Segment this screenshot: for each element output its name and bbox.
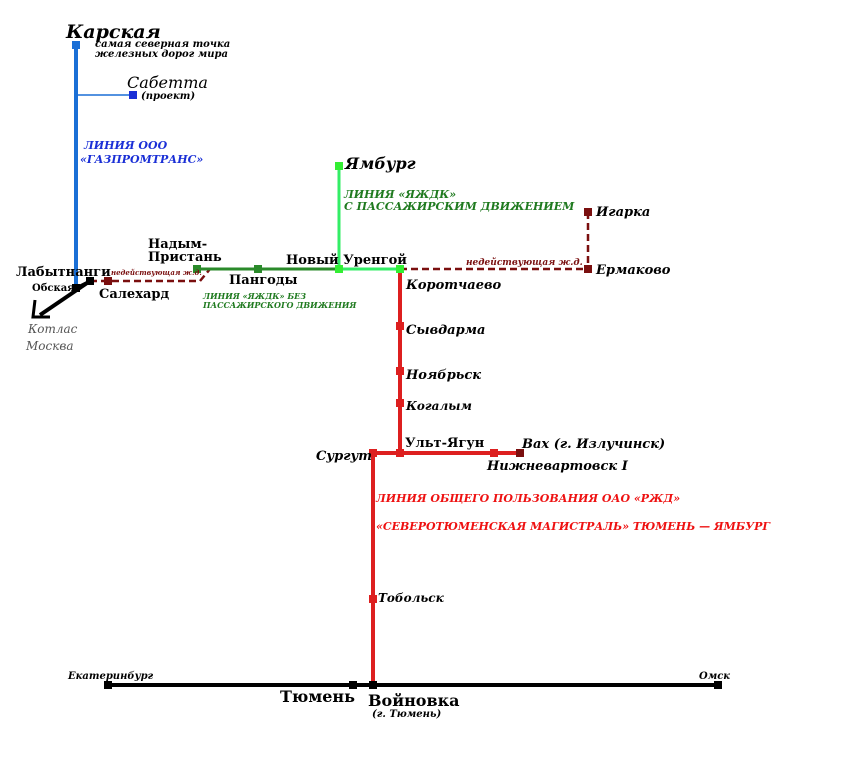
station-korotchaevo-marker[interactable] xyxy=(396,265,404,273)
label-yazhdk-pass-1: ЛИНИЯ «ЯЖДК» xyxy=(343,188,456,201)
label-inactive-east: недействующая ж.д. xyxy=(466,257,583,268)
label-labytnangi: Лабытнанги xyxy=(16,265,111,280)
label-nizhnevartovsk: Нижневартовск I xyxy=(486,459,629,474)
station-pangody-marker[interactable] xyxy=(254,265,262,273)
station-novy-urengoy-marker[interactable] xyxy=(335,265,343,273)
label-karskaya-note-2: железных дорог мира xyxy=(95,49,228,60)
label-ult-yagun: Ульт-Ягун xyxy=(405,436,485,451)
kotlas-arrow-icon xyxy=(31,299,50,319)
label-kogalym: Когалым xyxy=(405,399,472,413)
label-inactive-west: недействующая ж.д. xyxy=(111,268,202,277)
station-kogalym-marker[interactable] xyxy=(396,399,404,407)
label-obskaya: Обская xyxy=(32,283,75,294)
label-ekaterinburg: Екатеринбург xyxy=(67,671,154,682)
label-yamburg: Ямбург xyxy=(344,154,416,173)
label-rzd-2: «СЕВЕРОТЮМЕНСКАЯ МАГИСТРАЛЬ» ТЮМЕНЬ — ЯМ… xyxy=(376,520,771,533)
label-surgut: Сургут xyxy=(316,449,372,464)
label-karskaya-note-1: самая северная точка xyxy=(95,39,230,50)
label-tyumen: Тюмень xyxy=(280,687,355,706)
inactive-west-line xyxy=(90,268,211,283)
label-noyabrsk: Ноябрьск xyxy=(405,368,481,383)
label-nadym-2: Пристань xyxy=(148,250,222,265)
label-korotchaevo: Коротчаево xyxy=(405,278,502,293)
station-surgut-marker[interactable] xyxy=(369,449,377,457)
label-gazpromtrans-2: «ГАЗПРОМТРАНС» xyxy=(80,153,203,166)
label-nadym-1: Надым- xyxy=(148,237,207,252)
label-igarka: Игарка xyxy=(595,205,650,220)
station-karskaya-marker[interactable] xyxy=(72,41,80,49)
label-moskva: Москва xyxy=(25,339,74,353)
station-syvdarma-marker[interactable] xyxy=(396,322,404,330)
label-yazhdk-nopass-1: ЛИНИЯ «ЯЖДК» БЕЗ xyxy=(202,291,306,301)
station-ult-yagun-marker[interactable] xyxy=(396,449,404,457)
label-voynovka: Войновка xyxy=(368,691,459,710)
station-voynovka-marker[interactable] xyxy=(369,681,377,689)
station-sabetta-marker[interactable] xyxy=(129,91,137,99)
station-nadym-marker[interactable] xyxy=(193,265,201,273)
station-obskaya-marker[interactable] xyxy=(72,284,80,292)
label-salekhard: Салехард xyxy=(99,287,169,302)
station-nizhnevartovsk-marker[interactable] xyxy=(490,449,498,457)
station-salekhard-marker[interactable] xyxy=(104,277,112,285)
label-vakh: Вах (г. Излучинск) xyxy=(521,437,665,452)
station-omsk-marker[interactable] xyxy=(714,681,722,689)
station-ermakovo-marker[interactable] xyxy=(584,265,592,273)
station-noyabrsk-marker[interactable] xyxy=(396,367,404,375)
station-yamburg-marker[interactable] xyxy=(335,162,343,170)
label-kotlas: Котлас xyxy=(27,322,78,336)
station-labytnangi-marker[interactable] xyxy=(86,277,94,285)
station-tyumen-marker[interactable] xyxy=(349,681,357,689)
label-sabetta-note: (проект) xyxy=(141,91,195,102)
label-ermakovo: Ермаково xyxy=(595,263,671,278)
kotlas-arrow-line xyxy=(38,279,92,317)
label-yazhdk-nopass-2: ПАССАЖИРСКОГО ДВИЖЕНИЯ xyxy=(202,300,357,310)
label-syvdarma: Сывдарма xyxy=(406,323,485,338)
label-tobolsk: Тобольск xyxy=(378,591,445,605)
label-sabetta: Сабетта xyxy=(127,73,208,92)
label-yazhdk-pass-2: С ПАССАЖИРСКИМ ДВИЖЕНИЕМ xyxy=(344,200,575,213)
station-igarka-marker[interactable] xyxy=(584,208,592,216)
station-vakh-marker[interactable] xyxy=(516,449,524,457)
label-karskaya: Карская xyxy=(65,21,161,43)
label-novy-urengoy: Новый Уренгой xyxy=(286,253,407,268)
station-ekaterinburg-marker[interactable] xyxy=(104,681,112,689)
label-gazpromtrans-1: ЛИНИЯ ООО xyxy=(83,139,168,152)
label-voynovka-note: (г. Тюмень) xyxy=(372,709,442,720)
label-rzd-1: ЛИНИЯ ОБЩЕГО ПОЛЬЗОВАНИЯ ОАО «РЖД» xyxy=(375,492,680,505)
label-pangody: Пангоды xyxy=(229,273,298,288)
station-tobolsk-marker[interactable] xyxy=(369,595,377,603)
label-omsk: Омск xyxy=(699,671,730,682)
